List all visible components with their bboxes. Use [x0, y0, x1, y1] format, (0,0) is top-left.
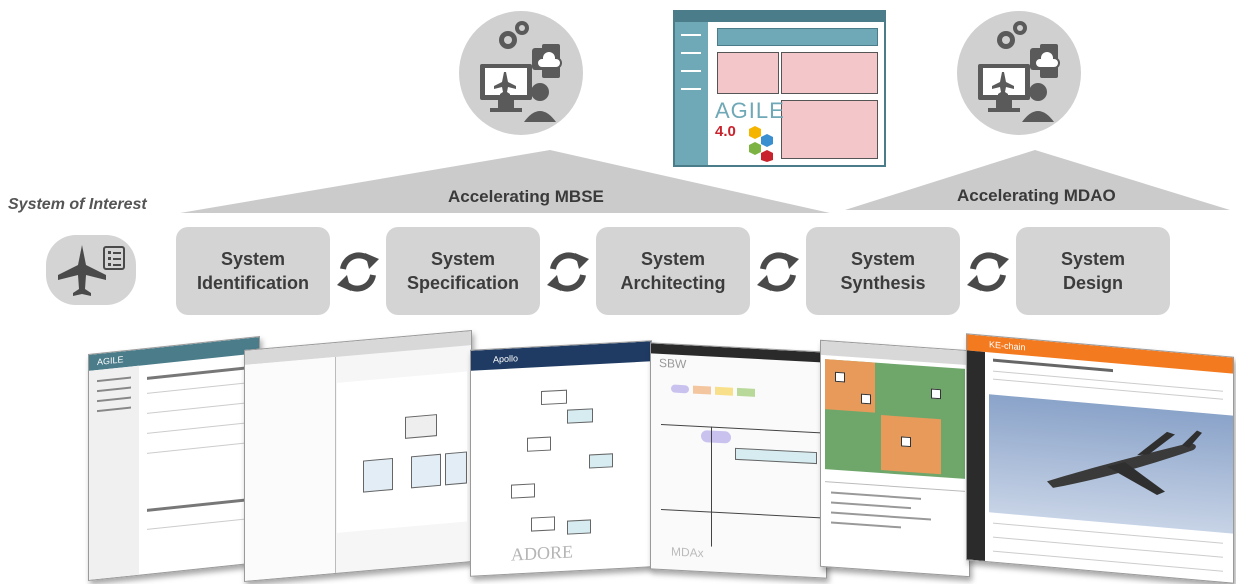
stage-line2: Identification — [197, 273, 309, 293]
stage-line1: System — [430, 249, 496, 269]
screenshot-model-editor — [244, 330, 472, 582]
stage-line1: System — [1060, 249, 1126, 269]
mbse-banner — [180, 150, 830, 213]
agile-app-window: AGILE 4.0 — [673, 10, 886, 167]
screenshot-kechain: KE-chain — [966, 333, 1234, 584]
screenshot-sbw-mdax: SBW MDAx — [650, 342, 827, 579]
mdao-banner — [845, 150, 1230, 210]
screenshot-agile-app: AGILE — [88, 335, 260, 582]
window-titlebar — [675, 12, 884, 22]
stage-system-architecting: System Architecting — [596, 227, 750, 315]
aircraft-model-render — [1047, 430, 1202, 495]
stage-line2: Synthesis — [840, 273, 926, 293]
stage-line1: System — [850, 249, 916, 269]
mdax-watermark: MDAx — [671, 544, 704, 561]
stage-line2: Specification — [406, 273, 520, 293]
engineer-icon-mbse — [459, 11, 583, 135]
stage-system-specification: System Specification — [386, 227, 540, 315]
aircraft-icon — [46, 235, 136, 305]
screenshot-workflow — [820, 339, 970, 578]
agile-logo-version: 4.0 — [715, 123, 736, 140]
sbw-title: SBW — [659, 355, 687, 372]
mbse-banner-label: Accelerating MBSE — [448, 187, 604, 206]
stage-line1: System — [220, 249, 286, 269]
mdao-banner-label: Accelerating MDAO — [957, 186, 1116, 205]
screenshot-title: Apollo — [493, 353, 519, 365]
cycle-arrows-icon — [967, 252, 1009, 292]
cycle-arrows-icon — [547, 252, 589, 292]
engineer-icon-mdao — [957, 11, 1081, 135]
window-sidebar — [675, 22, 708, 165]
window-panel — [717, 52, 779, 94]
stage-system-synthesis: System Synthesis — [806, 227, 960, 315]
cycle-arrows-icon — [337, 252, 379, 292]
stage-system-design: System Design — [1016, 227, 1170, 315]
screenshot-apollo-adore: Apollo ADORE — [470, 340, 652, 577]
window-header-bar — [717, 28, 878, 46]
agile-logo-word: AGILE — [715, 98, 785, 123]
hexagon-logo-icon — [749, 126, 773, 162]
stage-line2: Design — [1062, 273, 1123, 293]
stage-line1: System — [640, 249, 706, 269]
stage-system-identification: System Identification — [176, 227, 330, 315]
cycle-arrows-icon — [757, 252, 799, 292]
stage-line2: Architecting — [620, 273, 726, 293]
system-of-interest-label: System of Interest — [8, 196, 147, 213]
adore-watermark: ADORE — [511, 541, 573, 565]
window-panel — [781, 100, 878, 159]
window-panel — [781, 52, 878, 94]
